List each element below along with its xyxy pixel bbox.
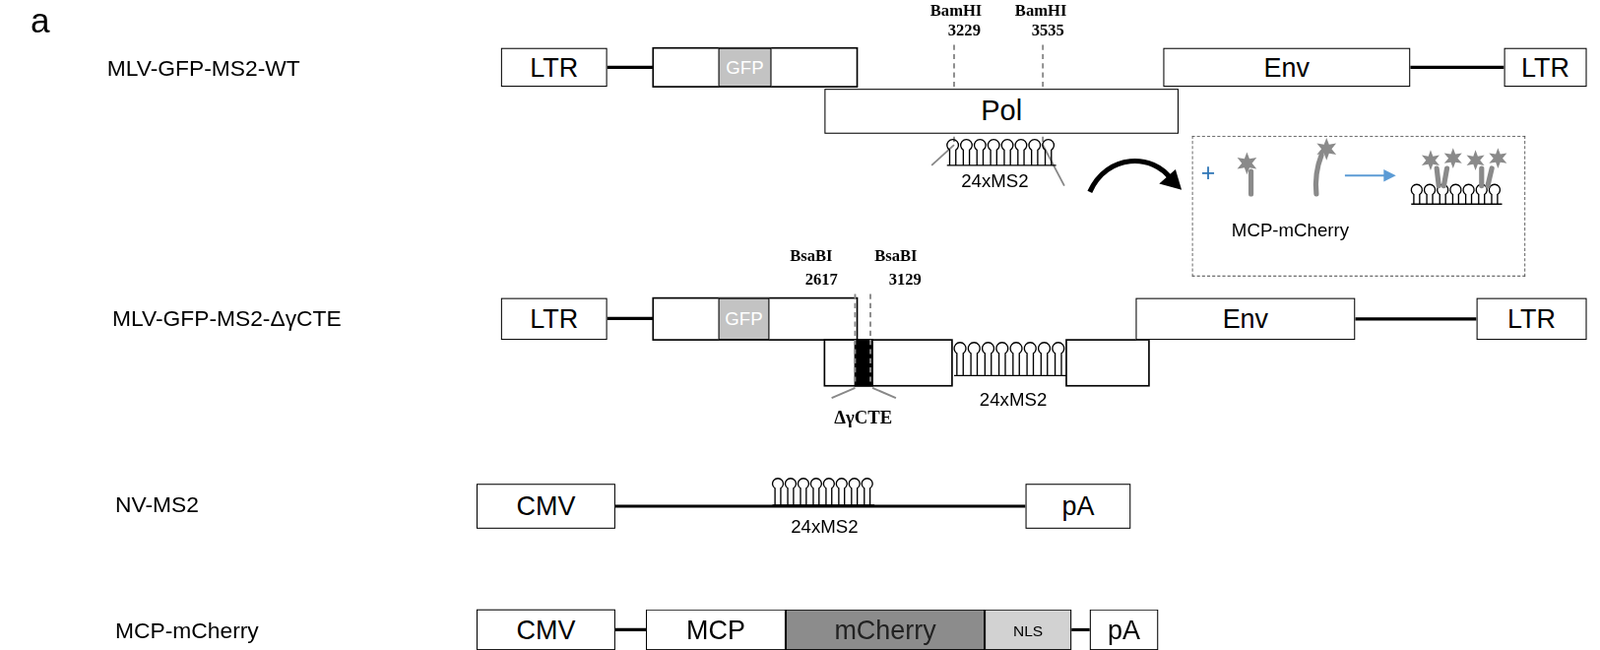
plus-sign: + [1201, 159, 1216, 189]
curved-arrow [1089, 161, 1172, 192]
gene-label: MCP [686, 613, 746, 645]
gene-box: Env [1135, 298, 1355, 340]
mcp-stem [1436, 168, 1439, 187]
mcherry-star [1237, 151, 1258, 175]
pol-part-box [1066, 339, 1150, 386]
gene-label: pA [1107, 613, 1141, 645]
backbone-connector [615, 629, 646, 631]
repeat-label: 24xMS2 [790, 516, 858, 538]
gene-box: LTR [1476, 298, 1588, 340]
gene-box: CMV [476, 609, 616, 650]
gene-label: NLS [1013, 621, 1043, 640]
construct-name: MCP-mCherry [115, 618, 259, 643]
gene-box: NLS [984, 609, 1072, 650]
mcp-stem [1487, 168, 1492, 187]
gene-label: LTR [1507, 303, 1556, 335]
enzyme-name: BsaBI [874, 247, 917, 265]
mcp-stem [1478, 168, 1484, 187]
mcp-stem [1315, 155, 1322, 194]
site-number: 3229 [948, 21, 981, 40]
gene-label: GFP [725, 57, 764, 79]
gene-box: pA [1025, 483, 1132, 529]
construct-name: MLV-GFP-MS2-WT [107, 56, 301, 81]
gene-box: LTR [1504, 48, 1588, 87]
mcherry-star [1467, 149, 1485, 171]
enzyme-name: BamHI [930, 0, 983, 19]
enzyme-name: BamHI [1015, 0, 1068, 19]
leader-lines [832, 144, 1065, 398]
protein-label: MCP-mCherry [1231, 220, 1349, 243]
connector-line [1071, 628, 1090, 632]
gene-box: GFP [718, 298, 770, 340]
gene-label: CMV [516, 490, 576, 522]
mcherry-star [1316, 137, 1337, 161]
gene-label: LTR [1521, 51, 1570, 83]
stem-loop [772, 478, 876, 506]
arrow-head [1383, 169, 1396, 182]
gene-box: pA [1089, 609, 1158, 650]
gene-box: MCP [645, 609, 786, 650]
gene-box: mCherry [785, 609, 985, 650]
gene-label: pA [1061, 490, 1094, 522]
backbone-line [607, 317, 654, 320]
dashed-site-line [869, 293, 872, 385]
leader-line [931, 144, 955, 166]
gene-label: GFP [724, 308, 763, 330]
mcp-stem [1248, 171, 1254, 194]
mcp-mcherry-glyphs [1237, 137, 1508, 194]
stem-loop [947, 139, 1057, 166]
gene-box: LTR [501, 48, 608, 87]
connector-line [1409, 65, 1504, 69]
gene-box: LTR [501, 298, 608, 340]
gene-label: Env [1264, 51, 1310, 83]
gene-box: Env [1162, 48, 1410, 87]
construct-name: NV-MS2 [115, 493, 199, 518]
mcherry-star [1444, 147, 1463, 169]
gene-box: GFP [718, 48, 772, 87]
backbone-connector [1354, 318, 1476, 320]
connector-line [615, 628, 646, 632]
mcherry-star [1421, 149, 1440, 171]
gene-label: LTR [529, 51, 578, 83]
dashed-site-line [854, 293, 857, 385]
mcherry-star [1488, 147, 1507, 169]
binding-arrow [1344, 174, 1386, 177]
ms2-stem-loops [772, 139, 1503, 506]
gene-label: Pol [980, 94, 1023, 128]
panel-letter: a [30, 1, 51, 41]
repeat-label: 24xMS2 [960, 171, 1028, 192]
pol-part-box [824, 339, 953, 386]
gene-label: CMV [516, 613, 576, 645]
stem-loop [954, 342, 1067, 377]
enzyme-name: BsaBI [789, 247, 832, 265]
backbone-connector [1409, 66, 1504, 68]
leader-line [832, 387, 856, 398]
gene-label: mCherry [833, 613, 936, 645]
callout-box: + MCP-mCherry [1191, 135, 1526, 277]
leader-line [872, 387, 896, 398]
deletion-label: ΔγCTE [833, 408, 893, 430]
backbone-line [607, 65, 654, 69]
gene-box: Pol [824, 88, 1179, 134]
gag-box [652, 298, 857, 340]
backbone-connector [1071, 629, 1090, 631]
connector-line [1354, 317, 1476, 320]
gag-box [652, 48, 857, 87]
gene-label: Env [1222, 303, 1269, 335]
gene-box: CMV [476, 483, 616, 529]
mcp-stem [1443, 168, 1447, 187]
gene-label: LTR [529, 303, 578, 335]
site-number: 3129 [889, 270, 922, 289]
repeat-label: 24xMS2 [979, 390, 1047, 412]
arrow-head [1158, 169, 1182, 191]
site-number: 2617 [805, 270, 838, 289]
site-number: 3535 [1031, 21, 1065, 40]
construct-name: MLV-GFP-MS2-ΔγCTE [112, 306, 342, 331]
